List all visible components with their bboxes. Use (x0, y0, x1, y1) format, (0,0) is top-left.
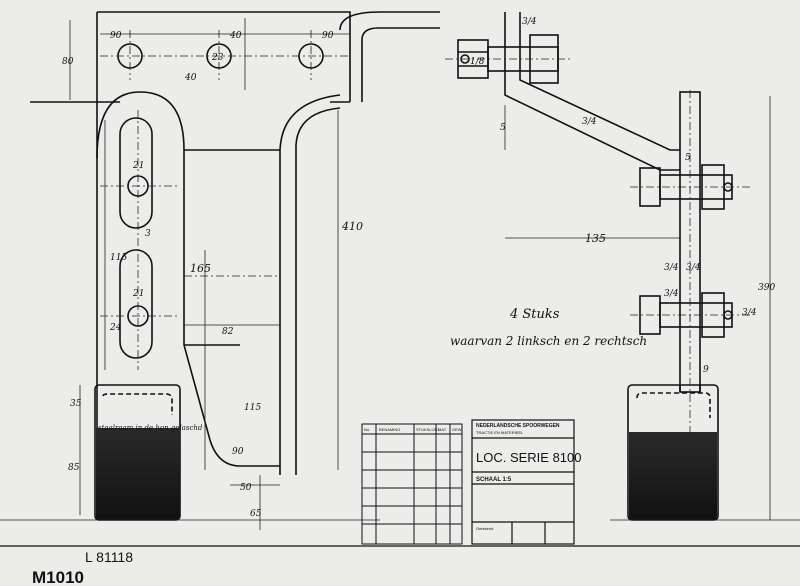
department: TRACTIE EN MATERIEEL (476, 430, 524, 435)
drawing-number: L 81118 (85, 549, 133, 565)
quantity-label: 4 Stuks (509, 307, 560, 322)
dim-80: 80 (62, 57, 74, 67)
dim-135: 135 (585, 232, 606, 245)
dim-3-4-a: 3/4 (522, 17, 537, 27)
dim-1-8: 1/8 (470, 57, 485, 67)
centerlines (100, 30, 350, 370)
dim-115-b: 115 (244, 403, 261, 413)
dim-115-a: 115 (110, 253, 127, 263)
dim-165: 165 (190, 262, 211, 275)
dim-21-b: 21 (132, 289, 144, 299)
slot (119, 117, 153, 229)
dim-90-c: 90 (232, 447, 244, 457)
dim-9: 9 (703, 365, 709, 375)
dim-23: 23 (211, 53, 224, 63)
dim-3-4-c: 3/4 (664, 263, 679, 273)
dim-5-a: 5 (500, 123, 506, 133)
dim-390: 390 (758, 283, 775, 293)
dim-3-4-f: 3/4 (742, 308, 757, 318)
dim-35: 35 (70, 399, 82, 409)
company-name: NEDERLANDSCHE SPOORWEGEN (476, 423, 560, 429)
dim-3-4-d: 3/4 (686, 263, 701, 273)
dimension-lines (0, 18, 380, 530)
table-header: STUKSLIJST (416, 427, 440, 432)
parts-table (361, 423, 463, 545)
table-header: BENAMING (379, 427, 400, 432)
dim-3-4-b: 3/4 (582, 117, 597, 127)
dim-50: 50 (240, 483, 252, 493)
table-header: MAT. (438, 427, 447, 432)
dim-3: 3 (145, 229, 151, 239)
dim-40-b: 40 (184, 73, 197, 83)
dim-3-4-e: 3/4 (664, 289, 679, 299)
dim-82: 82 (222, 327, 234, 337)
slot (119, 249, 153, 359)
old-drawing-number: M1010 (32, 568, 84, 586)
title-block (471, 419, 575, 545)
hardened-note: staalraam in de hon gelaschd (98, 424, 203, 432)
scale-label: SCHAAL 1:5 (476, 477, 512, 483)
series-title: LOC. SERIE 8100 (476, 450, 582, 465)
top-plate-outline (97, 11, 351, 102)
dim-21-a: 21 (132, 161, 144, 171)
table-header: GEW. (452, 427, 462, 432)
side-centerlines (445, 58, 750, 440)
hardened-section (96, 428, 180, 520)
quantity-note: waarvan 2 linksch en 2 rechtsch (450, 334, 647, 348)
dim-90-a: 90 (110, 31, 122, 41)
dim-90-b: 90 (322, 31, 334, 41)
dim-5-b: 5 (685, 153, 691, 163)
title-footer: Getekend (476, 526, 493, 531)
side-dimension-lines (504, 96, 800, 521)
dim-40-a: 40 (229, 31, 242, 41)
dim-85: 85 (68, 463, 80, 473)
dim-65: 65 (250, 509, 262, 519)
hardened-section-side (629, 432, 717, 520)
table-header: No. (364, 427, 370, 432)
dim-24: 24 (109, 323, 122, 333)
dim-410: 410 (341, 220, 363, 233)
